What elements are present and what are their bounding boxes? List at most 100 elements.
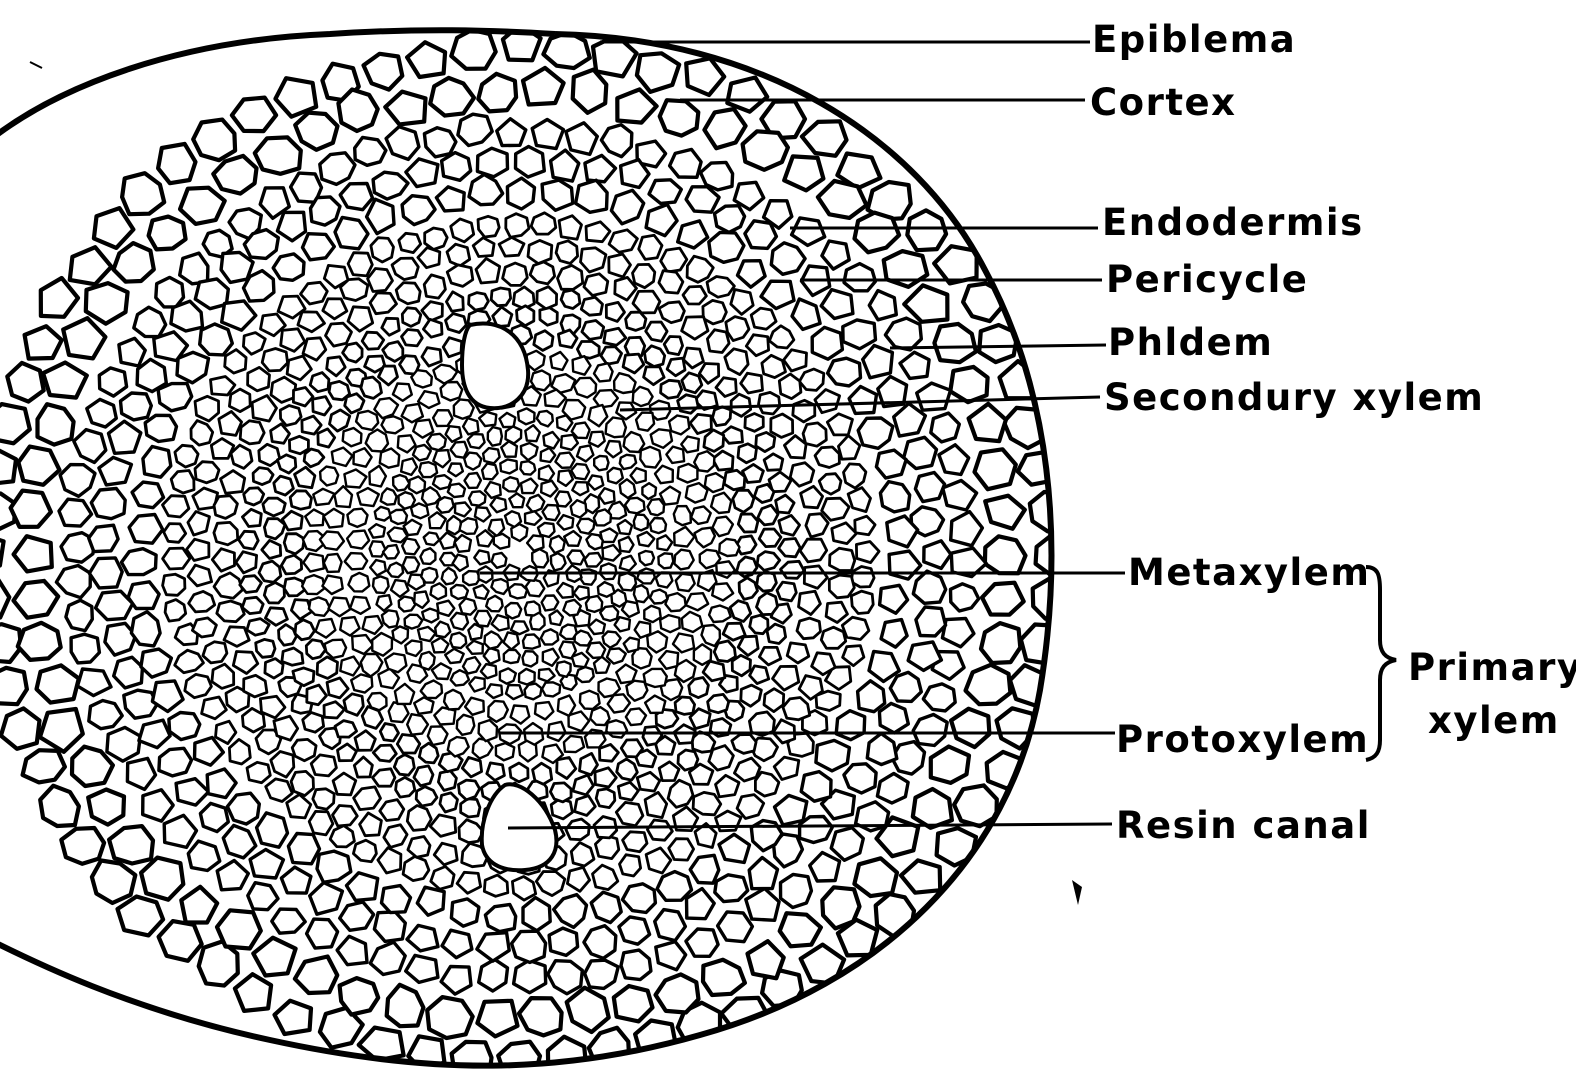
tissue-cell [674,550,693,570]
tissue-cell [89,558,122,588]
tissue-cell [542,682,560,696]
tissue-cell [391,580,409,597]
tissue-cell [240,576,262,593]
tissue-cell [541,448,556,462]
tissue-cell [492,553,507,568]
tissue-cell [704,109,745,148]
tissue-cell [844,764,876,793]
tissue-cell [703,661,725,681]
tissue-cell [504,632,519,649]
tissue-cell [543,432,559,449]
tissue-cell [288,834,319,864]
tissue-cell [577,519,594,534]
tissue-cell [690,414,711,433]
tissue-cell [549,928,578,955]
tissue-cell [966,665,1011,704]
tissue-cell [233,652,257,674]
tissue-cell [836,711,865,740]
tissue-cell [764,454,783,471]
tissue-cell [645,792,667,817]
tissue-cell [934,246,977,283]
tissue-cell [370,942,405,974]
tissue-cell [442,568,457,585]
tissue-cell [686,58,724,95]
tissue-cell [879,703,908,733]
tissue-cell [580,691,600,709]
tissue-cell [743,131,788,170]
tissue-cell [451,219,474,242]
tissue-cell [344,694,363,716]
tissue-cell [441,967,471,995]
label-cortex: Cortex [1090,81,1236,124]
tissue-cell [423,319,442,337]
tissue-cell [141,858,183,900]
tissue-cell [738,514,758,532]
tissue-cell [451,30,495,69]
tissue-cell [478,74,516,112]
tissue-cell [674,506,691,525]
tissue-cell [479,720,497,741]
tissue-cell [560,642,576,659]
tissue-cell [519,998,562,1035]
tissue-cell [0,404,30,443]
tissue-cell [171,471,194,494]
tissue-cell [566,123,597,155]
tissue-cell [528,240,552,263]
tissue-cell [295,467,315,488]
tissue-cell [422,609,438,623]
tissue-cell [550,611,563,626]
tissue-cell [242,597,263,613]
tissue-cell [741,685,762,706]
tissue-cell [923,684,955,711]
tissue-cell [403,856,429,880]
tissue-cell [491,579,508,594]
tissue-cell [171,301,203,331]
tissue-cell [523,634,540,648]
tissue-cell [326,323,352,346]
label-protoxylem: Protoxylem [1116,718,1369,761]
tissue-cell [374,912,405,942]
tissue-cell [1,708,40,748]
tissue-cell [421,568,437,583]
tissue-cell [411,370,432,387]
tissue-cell [451,442,468,458]
tissue-cell [818,181,867,218]
tissue-cell [427,997,473,1038]
tissue-cell [661,248,687,272]
tissue-cell [273,254,304,280]
tissue-cell [347,873,378,901]
tissue-cell [7,363,43,402]
tissue-cell [689,678,709,698]
tissue-cell [59,499,92,526]
tissue-cell [684,348,704,368]
tissue-cell [693,792,721,814]
tissue-cell [543,649,559,666]
tissue-cell [131,612,160,646]
tissue-cell [635,622,651,638]
tissue-cell [890,672,921,701]
tissue-cell [214,573,243,598]
tissue-cell [816,740,850,771]
tissue-cell [141,649,172,677]
tissue-cell [369,524,385,538]
tissue-cell [589,620,605,635]
label-epiblema: Epiblema [1092,18,1296,61]
tissue-cell [726,317,749,341]
tissue-cell [658,553,673,568]
tissue-cell [318,429,335,447]
tissue-cell [655,466,673,484]
tissue-cell [773,666,799,690]
tissue-cell [712,583,733,600]
tissue-cell [783,698,810,720]
tissue-cell [723,623,745,640]
tissue-cell [801,772,831,802]
tissue-cell [739,578,757,600]
tissue-cell [217,861,248,890]
tissue-cell [437,601,454,616]
tissue-cell [527,535,543,550]
tissue-cell [644,606,660,622]
tissue-cell [644,669,667,687]
tissue-cell [214,496,237,519]
tissue-cell [427,434,446,450]
tissue-cell [271,752,294,778]
